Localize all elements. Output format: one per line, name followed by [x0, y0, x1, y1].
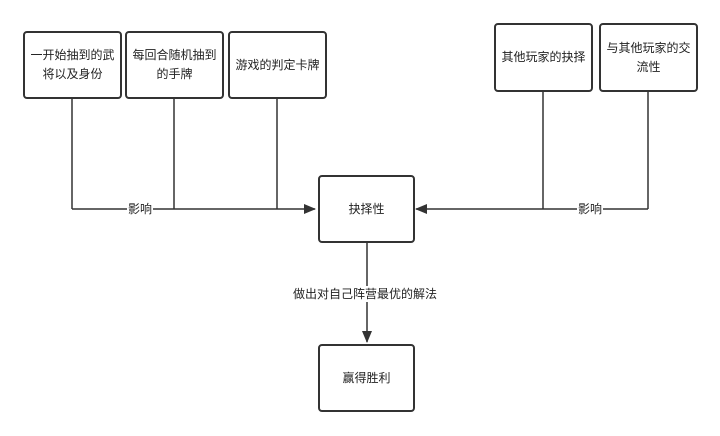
node-others-comm-label: 与其他玩家的交流性 — [606, 40, 691, 74]
node-choice-label: 抉择性 — [348, 201, 385, 216]
node-initial-draw-label: 一开始抽到的武将以及身份 — [30, 48, 115, 81]
node-round-draw-label: 每回合随机抽到的手牌 — [132, 48, 217, 81]
node-others-choice-label: 其他玩家的抉择 — [501, 50, 586, 65]
node-win: 赢得胜利 — [318, 344, 415, 412]
edge-label-influence-right: 影响 — [577, 201, 604, 217]
node-judgement-card: 游戏的判定卡牌 — [228, 31, 327, 99]
node-initial-draw: 一开始抽到的武将以及身份 — [23, 31, 122, 99]
node-round-draw: 每回合随机抽到的手牌 — [125, 31, 224, 99]
node-others-choice: 其他玩家的抉择 — [494, 23, 593, 92]
node-win-label: 赢得胜利 — [342, 370, 391, 385]
node-judgement-card-label: 游戏的判定卡牌 — [235, 57, 320, 72]
edge-label-influence-left: 影响 — [127, 201, 154, 217]
edge-label-best-solution: 做出对自己阵营最优的解法 — [292, 286, 439, 302]
node-others-comm: 与其他玩家的交流性 — [599, 23, 698, 92]
node-choice: 抉择性 — [318, 175, 415, 243]
